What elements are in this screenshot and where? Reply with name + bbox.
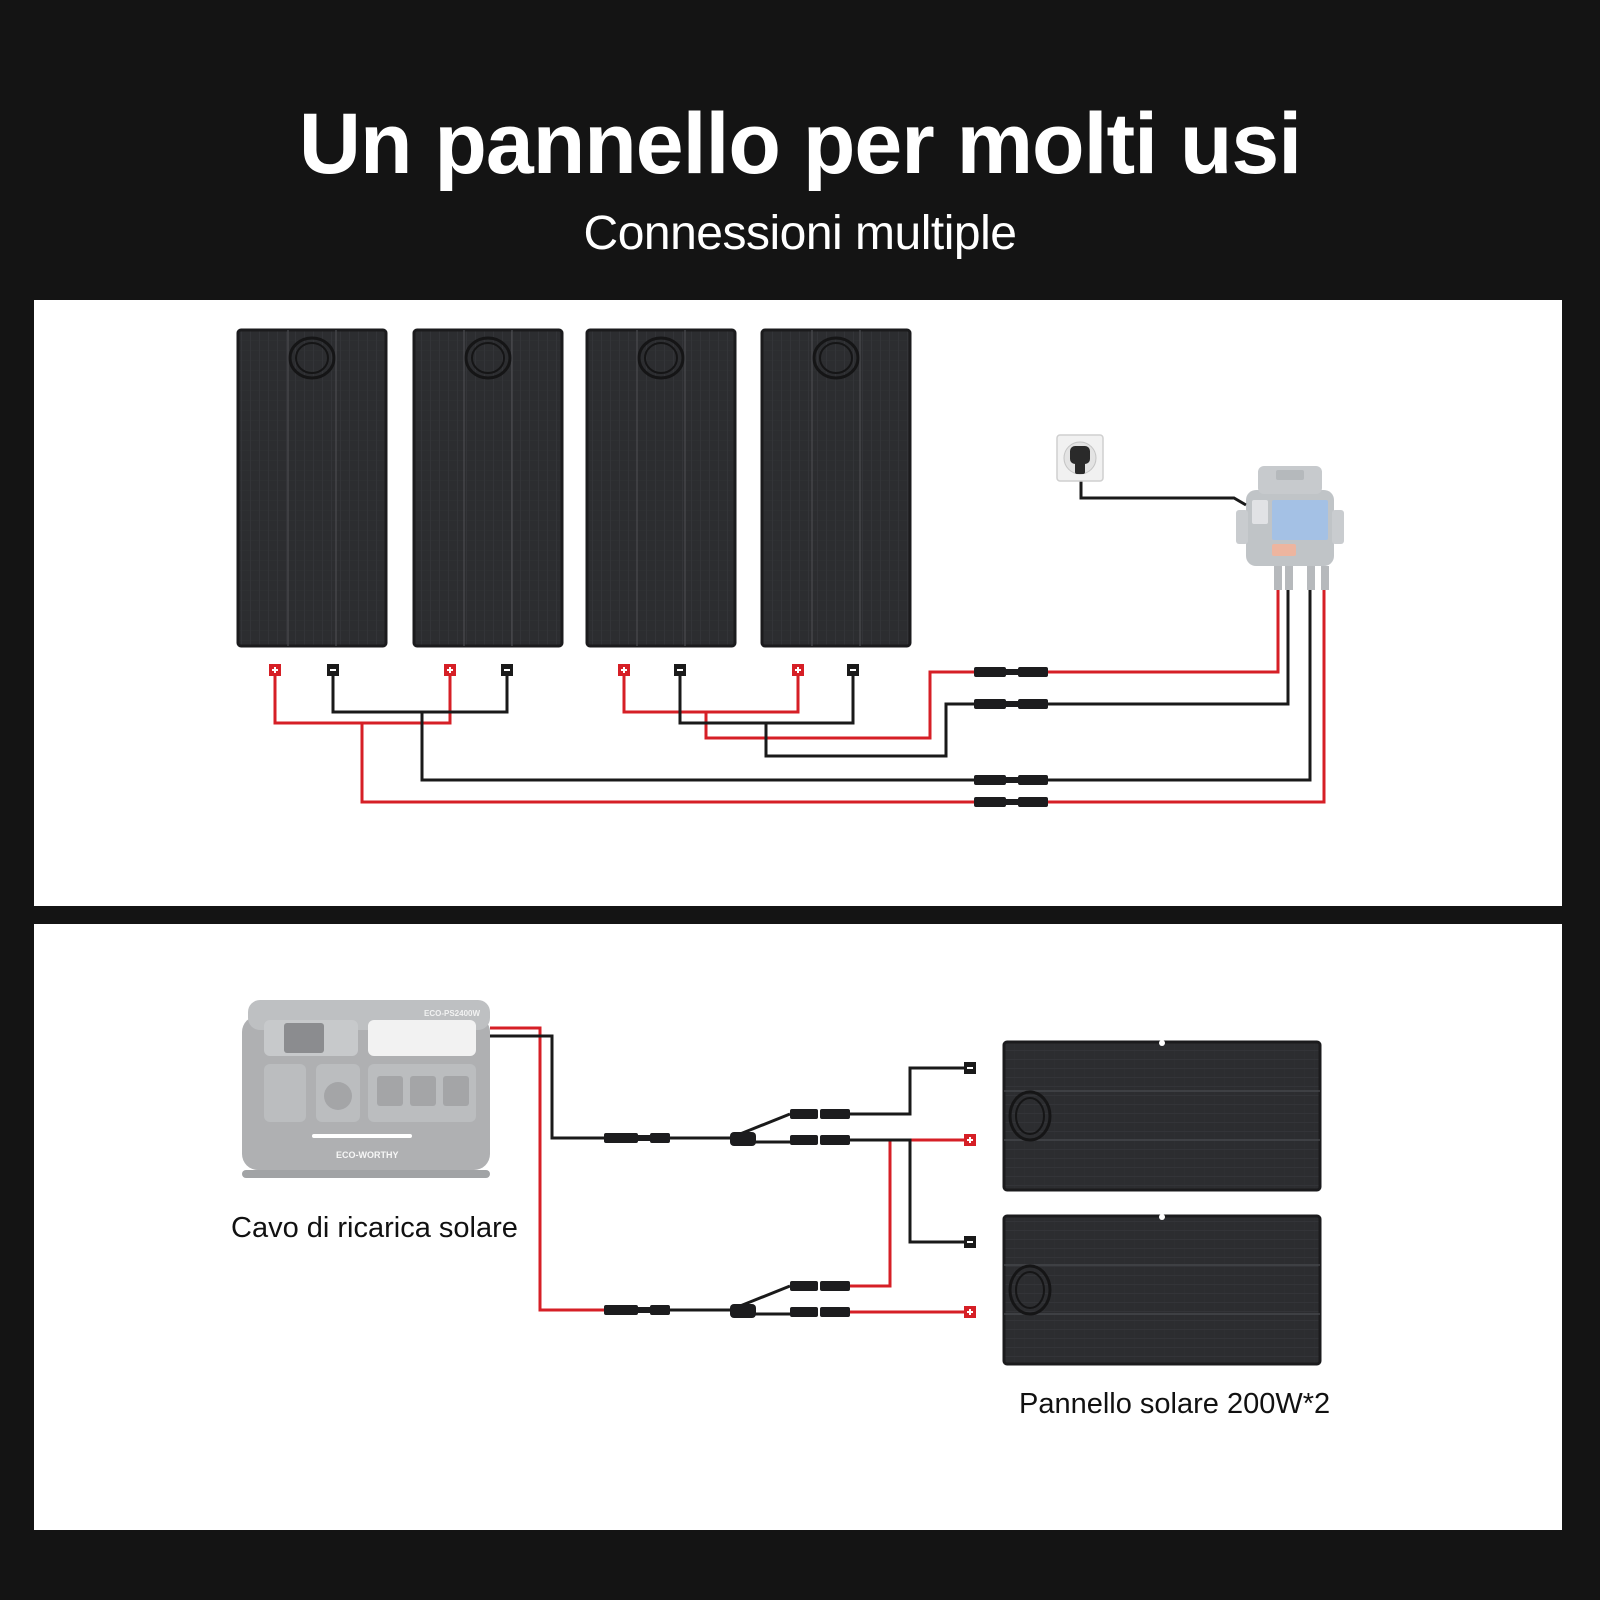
page-subtitle: Connessioni multiple <box>583 207 1017 260</box>
station-model-text: ECO-PS2400W <box>424 1009 480 1018</box>
micro-inverter-wiring-svg <box>236 328 1344 807</box>
solar-panel-2 <box>412 328 564 648</box>
micro-inverter-diagram <box>34 300 1562 906</box>
solar-panel-bottom <box>1002 1214 1322 1366</box>
panel-terminals <box>964 1062 976 1318</box>
positive-wires <box>490 1026 964 1314</box>
power-station-wiring-svg: ECO-PS2400W ECO-WORTHY <box>242 1000 1322 1366</box>
power-station-diagram: ECO-PS2400W ECO-WORTHY <box>34 924 1562 1530</box>
micro-inverter <box>1236 466 1344 590</box>
page-title: Un pannello per molti usi <box>298 96 1302 192</box>
solar-panel-4 <box>760 328 912 648</box>
wall-socket <box>1056 434 1104 482</box>
negative-wires <box>490 1034 964 1316</box>
mc4-connectors <box>974 667 1048 807</box>
positive-wires <box>273 590 1326 804</box>
solar-panel-top <box>1002 1040 1322 1192</box>
power-station <box>242 1000 490 1178</box>
panel-terminals <box>269 664 859 676</box>
solar-panel-1 <box>236 328 388 648</box>
station-caption: Cavo di ricarica solare <box>231 1212 518 1244</box>
station-brand-text: ECO-WORTHY <box>336 1150 399 1160</box>
mc4-connectors <box>604 1109 850 1318</box>
solar-panel-3 <box>585 328 737 648</box>
panels-caption: Pannello solare 200W*2 <box>1019 1388 1331 1420</box>
